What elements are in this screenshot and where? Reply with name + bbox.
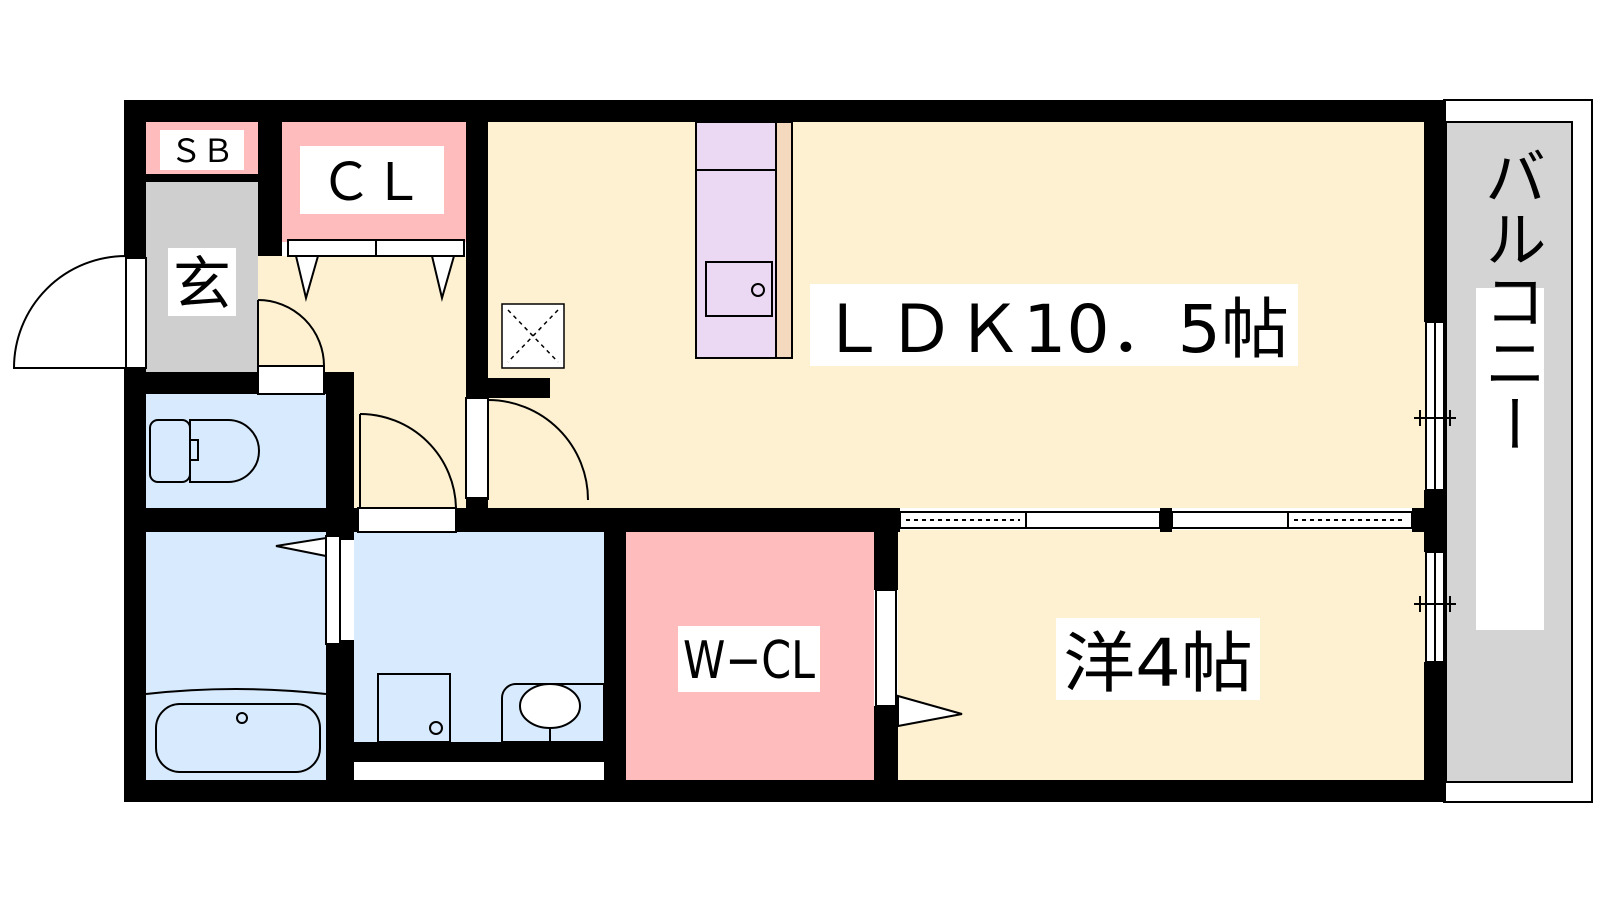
floor-hatch <box>501 303 565 369</box>
western-label-bg <box>1056 618 1260 700</box>
bathroom-door <box>275 535 341 645</box>
entrance-label-bg <box>168 248 236 316</box>
ldk-label-bg <box>810 284 1298 366</box>
sb-label-bg <box>160 130 244 170</box>
washbasin <box>501 683 605 743</box>
walls <box>124 100 1446 802</box>
toilet-fixture <box>149 419 260 483</box>
kitchen-counter <box>695 121 793 359</box>
room-labels: ＳＢ ＣＬ 玄 ＬＤＫ10．5帖 W−CL 洋4帖 バルコニー <box>160 130 1547 702</box>
sb-label: ＳＢ <box>170 132 234 170</box>
balcony-label: バルコニー <box>1474 145 1547 455</box>
ldk-label: ＬＤＫ10．5帖 <box>819 291 1289 368</box>
wcl-door <box>875 589 963 728</box>
cl-label-bg <box>300 146 444 214</box>
sliding-doors <box>899 511 1413 529</box>
wcl-label: W−CL <box>683 631 815 691</box>
wcl-label-bg <box>678 626 820 692</box>
wash-step <box>354 764 604 780</box>
washing-machine <box>377 673 451 743</box>
entrance-label: 玄 <box>173 250 231 318</box>
western-label: 洋4帖 <box>1063 625 1253 702</box>
balcony <box>1443 99 1593 803</box>
cl-label: ＣＬ <box>320 153 424 213</box>
balcony-windows <box>1414 321 1456 663</box>
bathtub <box>145 688 327 773</box>
closet-doors <box>287 239 465 302</box>
balcony-label-bg <box>1476 288 1544 630</box>
doors <box>12 254 589 533</box>
